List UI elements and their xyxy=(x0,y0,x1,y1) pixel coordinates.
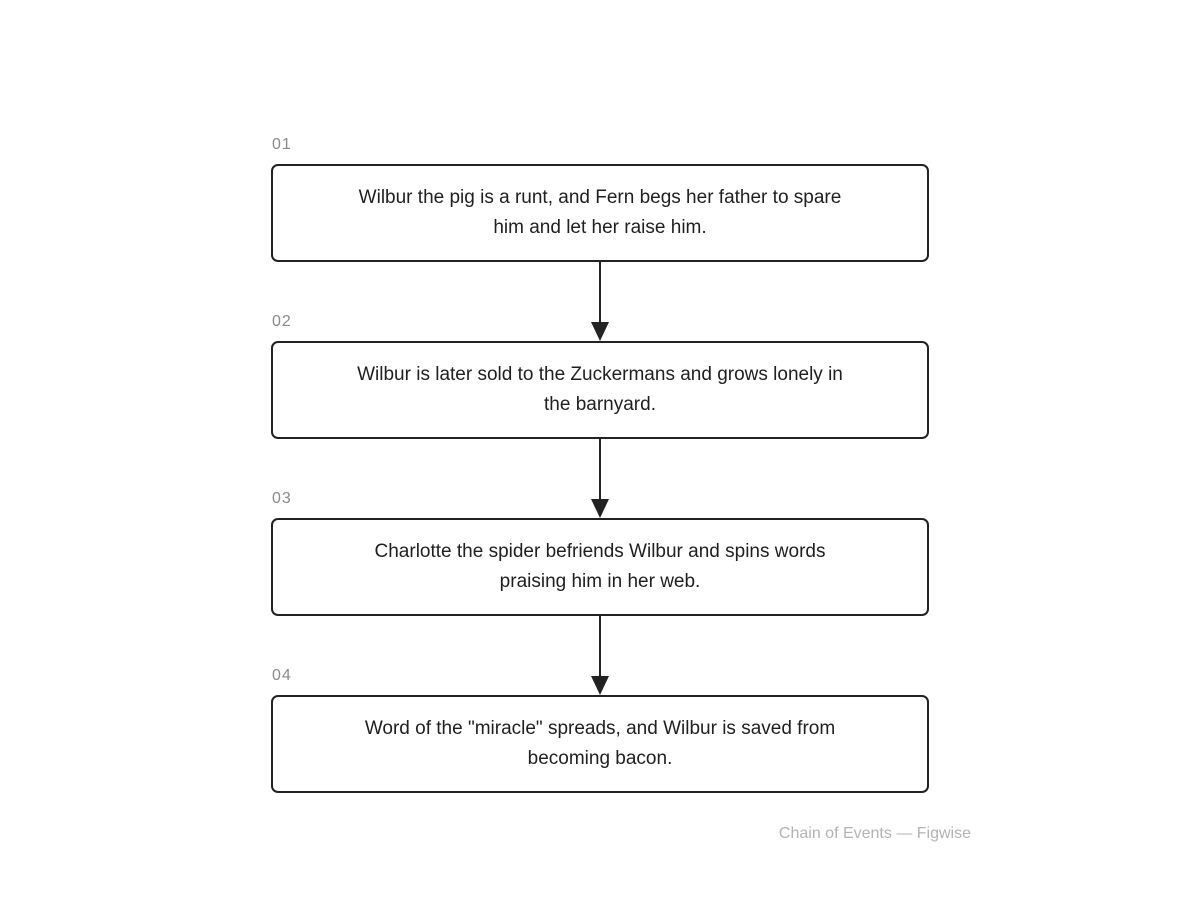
step-2-number: 02 xyxy=(272,313,292,330)
step-2-box: Wilbur is later sold to the Zuckermans a… xyxy=(271,341,929,439)
step-4-text: Word of the "miracle" spreads, and Wilbu… xyxy=(364,718,836,769)
step-4-number: 04 xyxy=(272,667,292,684)
arrow-1-to-2 xyxy=(591,262,609,341)
footer-caption: Chain of Events — Figwise xyxy=(778,825,971,842)
step-3-number: 03 xyxy=(272,490,292,507)
step-1-text: Wilbur the pig is a runt, and Fern begs … xyxy=(358,187,842,238)
arrow-3-to-4 xyxy=(591,616,609,695)
step-4-box: Word of the "miracle" spreads, and Wilbu… xyxy=(271,695,929,793)
step-1-box: Wilbur the pig is a runt, and Fern begs … xyxy=(271,164,929,262)
step-1-number: 01 xyxy=(272,136,292,153)
step-3-box: Charlotte the spider befriends Wilbur an… xyxy=(271,518,929,616)
step-2-text: Wilbur is later sold to the Zuckermans a… xyxy=(357,364,843,415)
arrow-2-to-3 xyxy=(591,439,609,518)
step-3-text: Charlotte the spider befriends Wilbur an… xyxy=(374,541,826,592)
